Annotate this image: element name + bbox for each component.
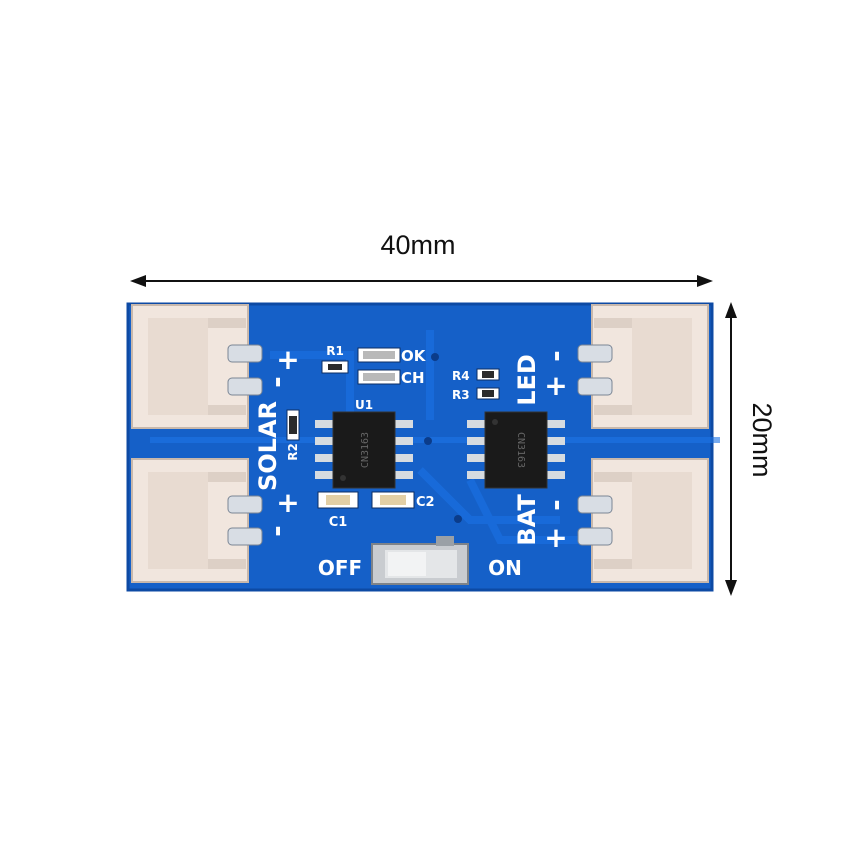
power-switch: [371, 536, 469, 585]
solar-bottom-plus: +: [276, 486, 299, 519]
capacitor-c2: [371, 491, 415, 509]
ch-led: [357, 369, 401, 385]
height-dimension-label: 20mm: [747, 402, 777, 477]
bat-minus: -: [539, 499, 572, 511]
resistor-r2: [286, 409, 300, 441]
c1-label: C1: [329, 515, 348, 530]
u1-marking: CN3163: [360, 432, 371, 468]
c2-label: C2: [416, 495, 435, 510]
chip-u1: [315, 411, 413, 489]
u1-label: U1: [355, 398, 373, 412]
bat-plus: +: [544, 521, 567, 554]
chip-u2: [467, 411, 565, 489]
resistor-r1: [321, 360, 349, 374]
width-dimension-label: 40mm: [380, 230, 455, 260]
solar-label: SOLAR: [254, 401, 282, 491]
led-minus: -: [539, 350, 572, 362]
solar-connector-bottom: [131, 458, 263, 583]
solar-connector-top: [131, 304, 263, 429]
solar-bottom-minus: -: [260, 525, 293, 537]
width-dimension-arrow: [130, 275, 713, 287]
u2-marking: CN3163: [515, 432, 526, 468]
ok-led: [357, 347, 401, 363]
bat-connector: [577, 458, 709, 583]
switch-off-label: OFF: [318, 556, 362, 580]
led-connector: [577, 304, 709, 429]
ch-label: CH: [401, 369, 425, 387]
height-dimension-arrow: [725, 302, 737, 596]
r1-label: R1: [326, 344, 344, 358]
ok-label: OK: [401, 347, 427, 365]
switch-on-label: ON: [488, 556, 522, 580]
capacitor-c1: [317, 491, 359, 509]
r2-label: R2: [286, 443, 300, 461]
led-plus: +: [544, 369, 567, 402]
resistor-r3: [476, 387, 500, 400]
resistor-r4: [476, 368, 500, 381]
solar-top-plus: +: [276, 343, 299, 376]
led-label: LED: [513, 354, 541, 406]
r3-label: R3: [452, 388, 470, 402]
r4-label: R4: [452, 369, 470, 383]
bat-label: BAT: [513, 494, 541, 546]
solar-top-minus: -: [260, 376, 293, 388]
